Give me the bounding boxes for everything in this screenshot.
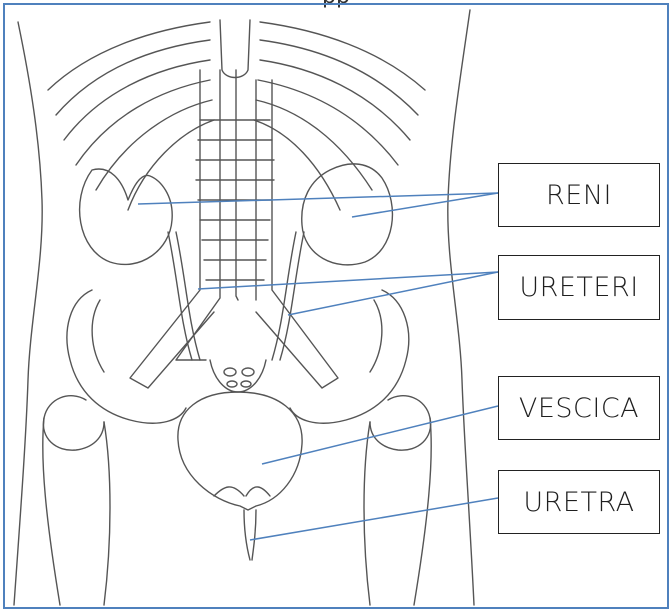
- leader-line-uretra: [250, 498, 498, 540]
- leader-lines: [138, 193, 498, 540]
- label-uretra: URETRA: [498, 470, 660, 534]
- label-vescica: VESCICA: [498, 376, 660, 440]
- leader-line-vescica: [262, 406, 498, 464]
- label-ureteri: URETERI: [498, 255, 660, 320]
- body-outline: [14, 10, 474, 605]
- label-reni: RENI: [498, 163, 660, 227]
